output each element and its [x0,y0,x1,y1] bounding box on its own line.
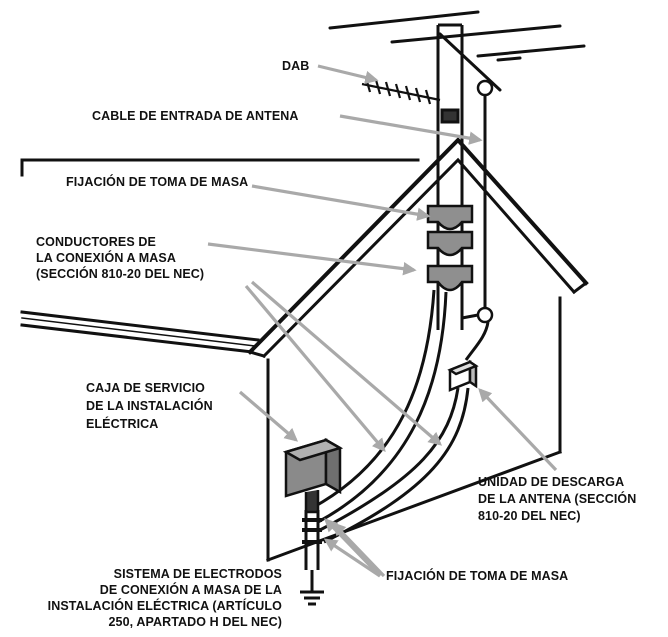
dab-element-3 [384,81,392,97]
dab-element-5 [404,85,412,101]
lead-in-to-discharge [464,321,490,361]
arrow-conductores-3 [250,280,443,446]
standoff-insulator-top [476,79,494,97]
gable-roof-outer [247,137,589,355]
arrow-caja [238,390,299,442]
arrow-unidad [478,388,558,472]
label-sistema-line4: 250, APARTADO H DEL NEC) [109,615,283,629]
mast-ground-clamps [426,204,474,292]
arrow-dab [317,64,379,85]
arrow-conductores-1 [207,242,417,276]
standoff-insulator-bottom [476,306,494,324]
ground-conductor-from-mast-inner [317,291,448,524]
label-conductores-line3: (SECCIÓN 810-20 DEL NEC) [36,266,204,281]
label-unidad-line2: DE LA ANTENA (SECCIÓN [478,491,636,506]
service-box-top [282,438,344,462]
label-caja-line2: DE LA INSTALACIÓN [86,398,213,413]
ground-conductor-from-discharge-outer [319,387,460,532]
discharge-unit-top [447,360,479,376]
labels: DAB CABLE DE ENTRADA DE ANTENA FIJACIÓN … [36,59,636,629]
antenna-boom-2 [390,24,562,44]
gable-roof-inner [261,157,577,359]
antenna-boom-3 [476,44,586,58]
antenna-discharge-unit [447,359,479,392]
tv-antenna [328,10,586,92]
antenna-boom-1 [328,10,480,30]
arrow-fijacion-bottom-2 [323,538,381,578]
antenna-boom-4 [496,56,522,62]
lead-in-cable [440,79,494,361]
ground-clamp-1 [426,204,474,231]
ground-conductor-from-discharge-inner [323,387,470,544]
label-sistema-line2: DE CONEXIÓN A MASA DE LA [100,582,282,597]
grounding-electrode [300,510,324,606]
arrow-conductores-2 [244,284,386,453]
label-cable-entrada: CABLE DE ENTRADA DE ANTENA [92,109,299,123]
dab-element-6 [414,87,422,103]
pointer-arrows [207,64,558,578]
arrow-fijacion-top [251,184,431,221]
dab-antenna [361,77,441,105]
grounding-conductors [311,289,470,544]
dab-element-7 [424,89,432,105]
service-box-conduit [304,490,320,514]
label-sistema-line1: SISTEMA DE ELECTRODOS [114,567,282,581]
label-unidad-line1: UNIDAD DE DESCARGA [478,475,624,489]
label-dab: DAB [282,59,309,73]
label-caja-line1: CAJA DE SERVICIO [86,381,205,395]
ground-clamp-3 [426,264,474,292]
side-roof-eave-thin [21,317,256,347]
label-conductores-line1: CONDUCTORES DE [36,235,156,249]
label-caja-line3: ELÉCTRICA [86,416,158,431]
ground-clamp-2 [426,230,474,257]
side-roof-eave-bottom [20,323,254,354]
cable-entry-block [440,108,460,124]
standoff-arm [461,313,479,320]
side-roof-eave-top [20,310,260,342]
label-conductores-line2: LA CONEXIÓN A MASA [36,250,176,265]
dab-element-4 [394,83,402,99]
label-sistema-line3: INSTALACIÓN ELÉCTRICA (ARTÍCULO [48,598,283,613]
electric-service-box [282,437,344,514]
antenna-diagonal [438,32,502,92]
arrow-cable-entrada [339,114,483,145]
arrow-fijacion-bottom-3 [332,522,386,578]
label-fijacion-top: FIJACIÓN DE TOMA DE MASA [66,174,248,189]
label-fijacion-bottom: FIJACIÓN DE TOMA DE MASA [386,568,568,583]
gable-roof-right-cap [571,280,589,295]
label-unidad-line3: 810-20 DEL NEC) [478,509,581,523]
